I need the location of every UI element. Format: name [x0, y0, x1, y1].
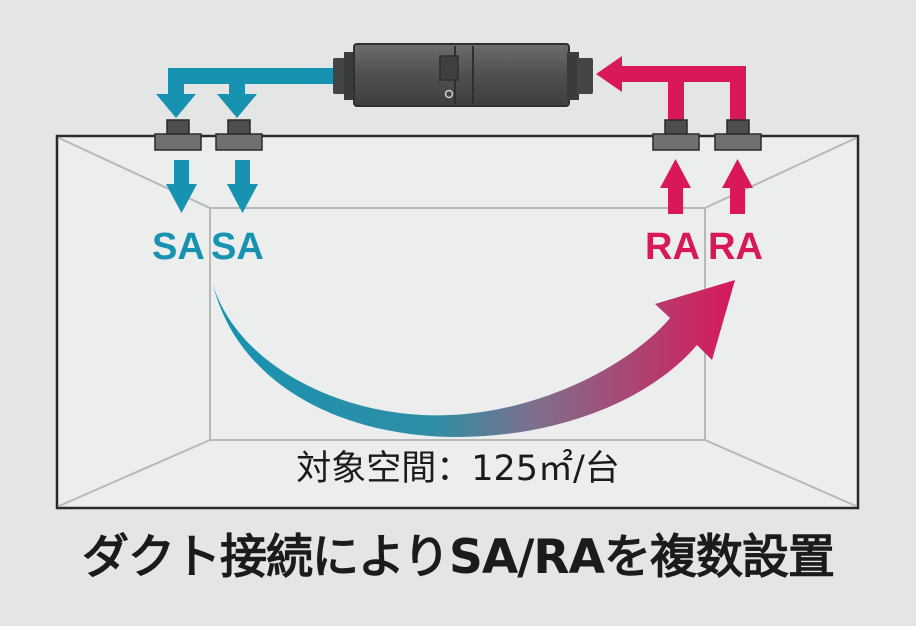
diagram-caption: ダクト接続によりSA/RAを複数設置	[81, 530, 835, 585]
return-diffuser-icon-1	[652, 119, 700, 151]
room	[55, 134, 860, 510]
supply-label-1: SA	[152, 226, 205, 268]
room-edge-bottom-left	[58, 439, 211, 507]
supply-arrow-shaft-2	[235, 160, 250, 188]
supply-duct-arrow-1	[156, 94, 196, 118]
return-arrow-head-1	[660, 159, 691, 188]
supply-duct-drop-2	[229, 68, 245, 96]
return-duct-drop-2	[730, 66, 746, 124]
supply-arrow-head-2	[227, 184, 258, 213]
supply-duct-arrow-2	[217, 94, 257, 118]
return-diffuser-icon-2	[714, 119, 762, 151]
return-up-arrows	[660, 159, 753, 214]
supply-diffuser-icon-1	[154, 119, 202, 151]
supply-arrow-shaft-1	[174, 160, 189, 188]
return-ducts	[596, 56, 746, 124]
room-edge-bottom-right	[704, 439, 857, 507]
return-arrow-shaft-2	[730, 186, 745, 214]
return-duct-arrow	[596, 56, 622, 92]
ventilation-unit-icon	[333, 43, 593, 107]
supply-duct-drop-1	[168, 68, 184, 96]
curved-airflow-arrow-icon	[213, 280, 735, 438]
return-arrow-shaft-1	[668, 186, 683, 214]
supply-label-2: SA	[211, 226, 264, 268]
supply-arrow-head-1	[166, 184, 197, 213]
return-label-1: RA	[645, 226, 700, 268]
return-label-2: RA	[708, 226, 763, 268]
supply-down-arrows	[166, 160, 258, 213]
supply-duct-main	[168, 68, 335, 84]
ceiling-diffusers	[154, 119, 762, 151]
target-area-label: 対象空間：125㎡/台	[296, 449, 620, 489]
return-duct-drop-1	[668, 66, 684, 124]
supply-diffuser-icon-2	[215, 119, 263, 151]
supply-ducts	[156, 68, 335, 118]
return-arrow-head-2	[722, 159, 753, 188]
